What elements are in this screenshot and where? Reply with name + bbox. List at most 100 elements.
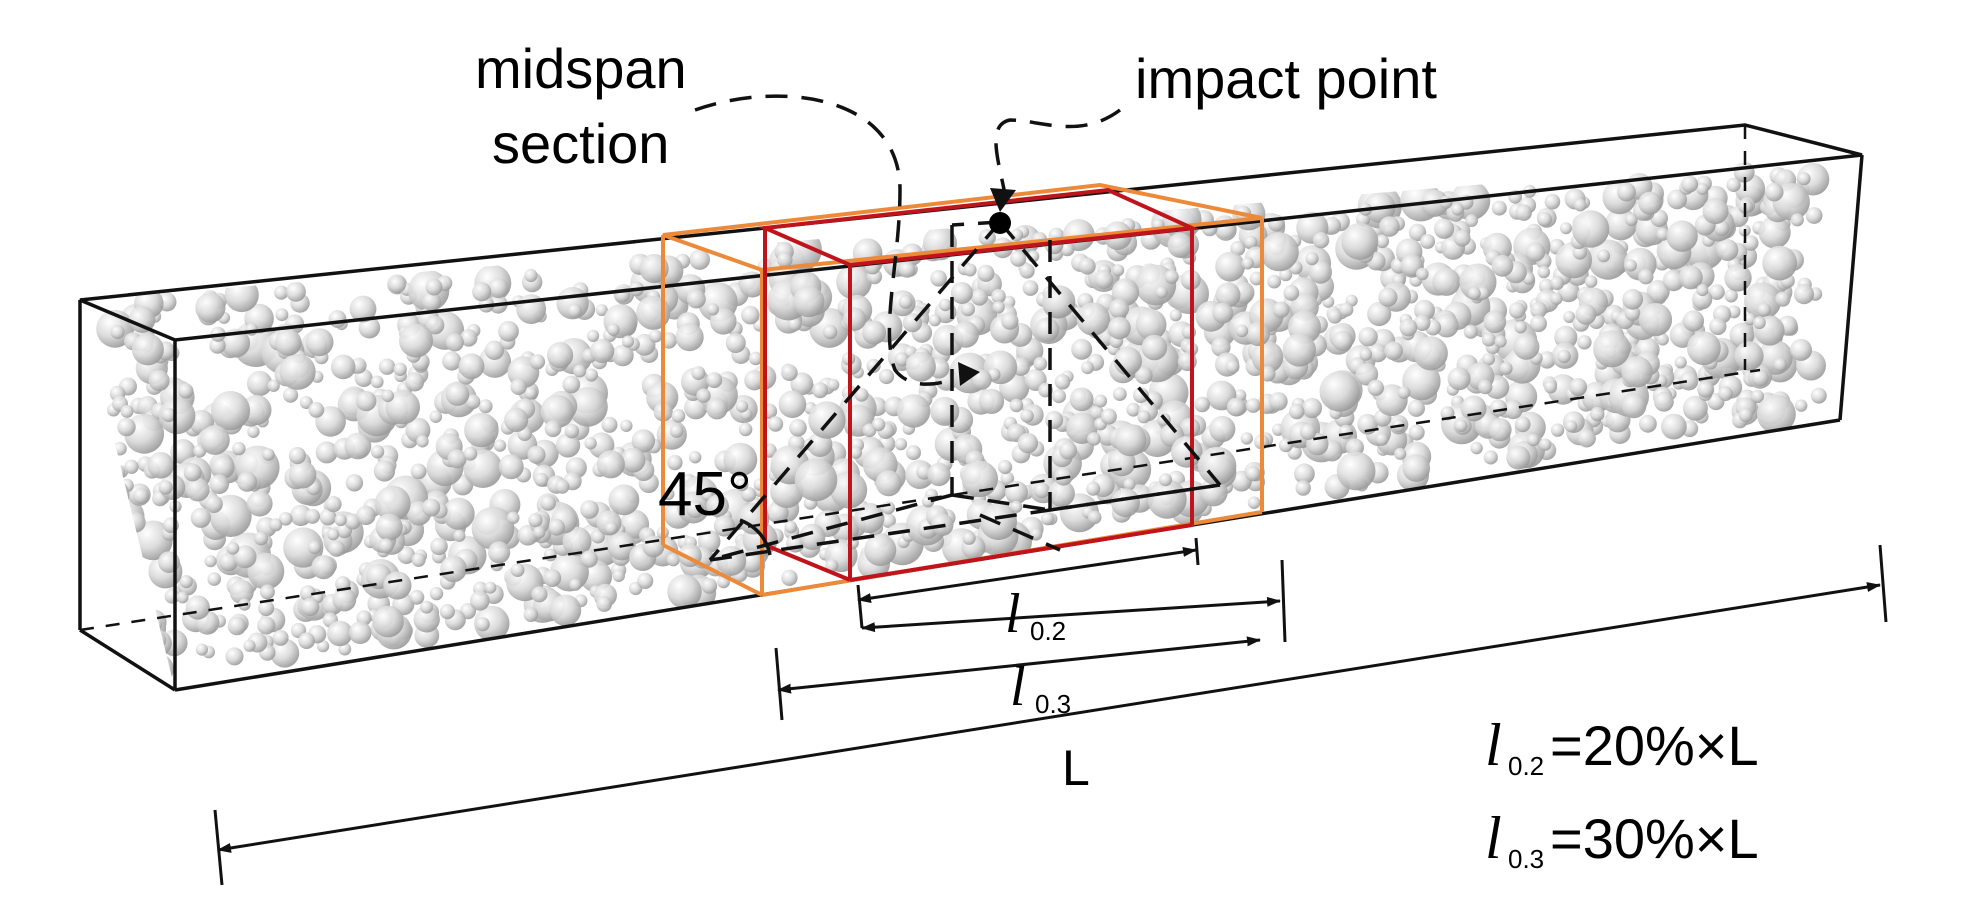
aggregate-particle [1678, 265, 1703, 290]
aggregate-particle [262, 448, 275, 461]
aggregate-particle [227, 616, 247, 636]
aggregate-particle [1087, 510, 1102, 525]
aggregate-particle [1687, 331, 1721, 366]
aggregate-particle [1662, 269, 1685, 292]
aggregate-particle [1358, 327, 1378, 347]
aggregate-particle [950, 282, 973, 304]
aggregate-particle [898, 261, 916, 278]
aggregate-particle [275, 308, 289, 322]
aggregate-particle [1593, 330, 1631, 368]
aggregate-particle [562, 375, 581, 394]
aggregate-particle [405, 372, 425, 392]
aggregate-particle [1251, 341, 1284, 373]
aggregate-particle [1245, 398, 1261, 413]
aggregate-particle [961, 460, 998, 498]
aggregate-particle [1554, 325, 1578, 349]
aggregate-particle [1135, 309, 1167, 341]
aggregate-particle [1454, 419, 1468, 432]
aggregate-particle [1399, 318, 1418, 337]
aggregate-particle [881, 513, 896, 528]
formula-2-subscript: 0.3 [1508, 844, 1544, 874]
aggregate-particle [584, 368, 599, 382]
aggregate-particle [1126, 402, 1141, 417]
aggregate-particle [1020, 409, 1034, 423]
aggregate-particle [701, 578, 718, 594]
aggregate-particle [1081, 361, 1094, 375]
aggregate-particle [1577, 429, 1596, 448]
aggregate-particle [555, 433, 581, 458]
aggregate-particle [1359, 348, 1373, 361]
aggregate-particle [1465, 214, 1478, 228]
aggregate-particle [1515, 204, 1532, 221]
aggregate-particle [1283, 285, 1300, 301]
aggregate-particle [1514, 416, 1531, 433]
aggregate-particle [445, 333, 464, 352]
aggregate-particle [1247, 496, 1261, 510]
aggregate-particle [1681, 175, 1699, 193]
dim-l02-symbol: l [1005, 583, 1021, 645]
aggregate-particle [1240, 432, 1254, 445]
aggregate-particle [510, 563, 525, 577]
aggregate-particle [529, 354, 546, 370]
aggregate-particle [971, 369, 992, 390]
aggregate-particle [416, 435, 429, 448]
aggregate-particle [1756, 394, 1796, 434]
aggregate-particle [686, 289, 706, 309]
aggregate-particle [1413, 336, 1448, 371]
aggregate-particle [1577, 335, 1592, 350]
formula-2-symbol: l [1485, 805, 1502, 871]
aggregate-particle [1434, 218, 1455, 239]
aggregate-particle [1336, 451, 1376, 491]
midspan-label-line2: section [492, 112, 669, 175]
aggregate-particle [1656, 227, 1670, 241]
aggregate-particle [992, 301, 1005, 314]
aggregate-particle [1724, 289, 1738, 303]
aggregate-particle [1269, 392, 1288, 411]
aggregate-particle [1100, 408, 1117, 425]
aggregate-particle [1159, 473, 1172, 487]
aggregate-particle [524, 268, 538, 283]
aggregate-particle [1460, 395, 1487, 422]
aggregate-particle [247, 370, 273, 397]
aggregate-particle [1537, 212, 1552, 227]
aggregate-particle [283, 387, 299, 403]
aggregate-particle [531, 586, 548, 603]
aggregate-particle [1402, 454, 1431, 482]
aggregate-particle [246, 490, 273, 517]
aggregate-particle [898, 294, 913, 309]
aggregate-particle [1744, 282, 1782, 320]
aggregate-particle [1019, 263, 1035, 279]
aggregate-particle [356, 505, 376, 526]
aggregate-particle [305, 328, 334, 357]
aggregate-particle [1416, 267, 1429, 281]
aggregate-particle [871, 417, 886, 432]
aggregate-particle [1550, 423, 1565, 437]
aggregate-particle [1244, 235, 1258, 249]
aggregate-particle [562, 526, 592, 556]
aggregate-particle [1111, 488, 1140, 518]
aggregate-particle [1527, 433, 1540, 447]
aggregate-particle [209, 337, 226, 354]
aggregate-particle [158, 397, 196, 435]
aggregate-particle [1245, 321, 1271, 346]
aggregate-particle [453, 529, 466, 542]
aggregate-particle [112, 465, 126, 479]
aggregate-particle [596, 450, 625, 479]
aggregate-particle [540, 495, 556, 511]
aggregate-particle [637, 572, 654, 590]
aggregate-particle [288, 460, 317, 489]
aggregate-particle [744, 370, 765, 391]
aggregate-particle [1169, 309, 1182, 322]
aggregate-particle [540, 394, 574, 429]
aggregate-particle [533, 526, 546, 539]
aggregate-particle [1621, 356, 1653, 388]
aggregate-particle [117, 417, 136, 437]
aggregate-particle [247, 552, 285, 590]
aggregate-particle [849, 446, 862, 459]
aggregate-particle [1584, 275, 1598, 288]
aggregate-particle [748, 351, 763, 366]
aggregate-particle [1141, 334, 1168, 361]
aggregate-particle [1654, 391, 1674, 412]
aggregate-particle [103, 528, 118, 543]
